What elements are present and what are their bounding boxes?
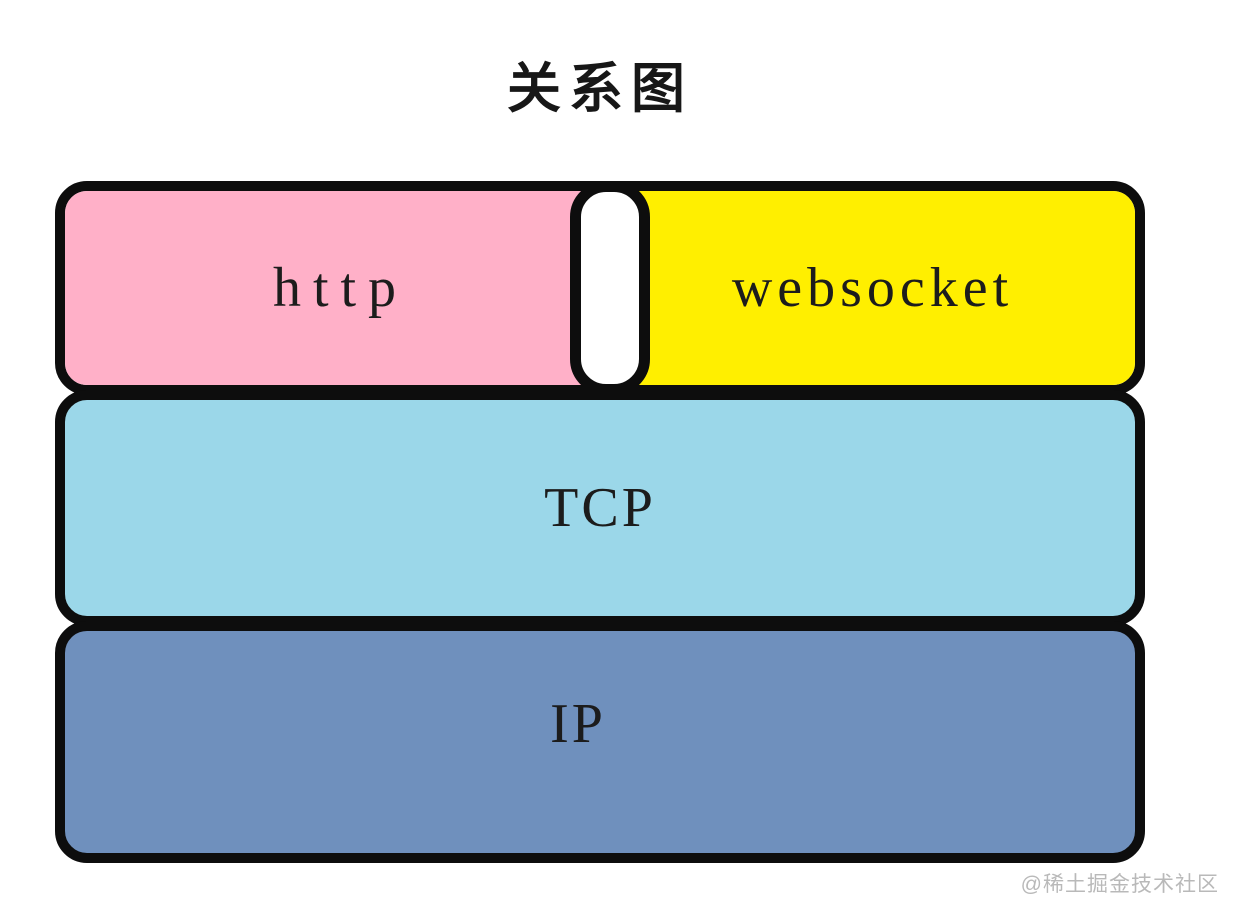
tcp-label: TCP (544, 477, 656, 539)
ip-label: IP (550, 693, 606, 755)
http-label: http (272, 257, 409, 319)
protocol-stack-diagram: http websocket TCP IP (55, 181, 1145, 863)
divider-pill (570, 191, 650, 385)
http-box: http (65, 191, 610, 385)
websocket-label: websocket (731, 257, 1014, 319)
watermark: @稀土掘金技术社区 (1020, 873, 1219, 896)
websocket-box: websocket (610, 191, 1135, 385)
ip-box: IP (55, 621, 1145, 863)
page-title: 关系图 (507, 59, 693, 119)
tcp-box: TCP (55, 390, 1145, 626)
application-layer-row: http websocket (55, 181, 1145, 395)
